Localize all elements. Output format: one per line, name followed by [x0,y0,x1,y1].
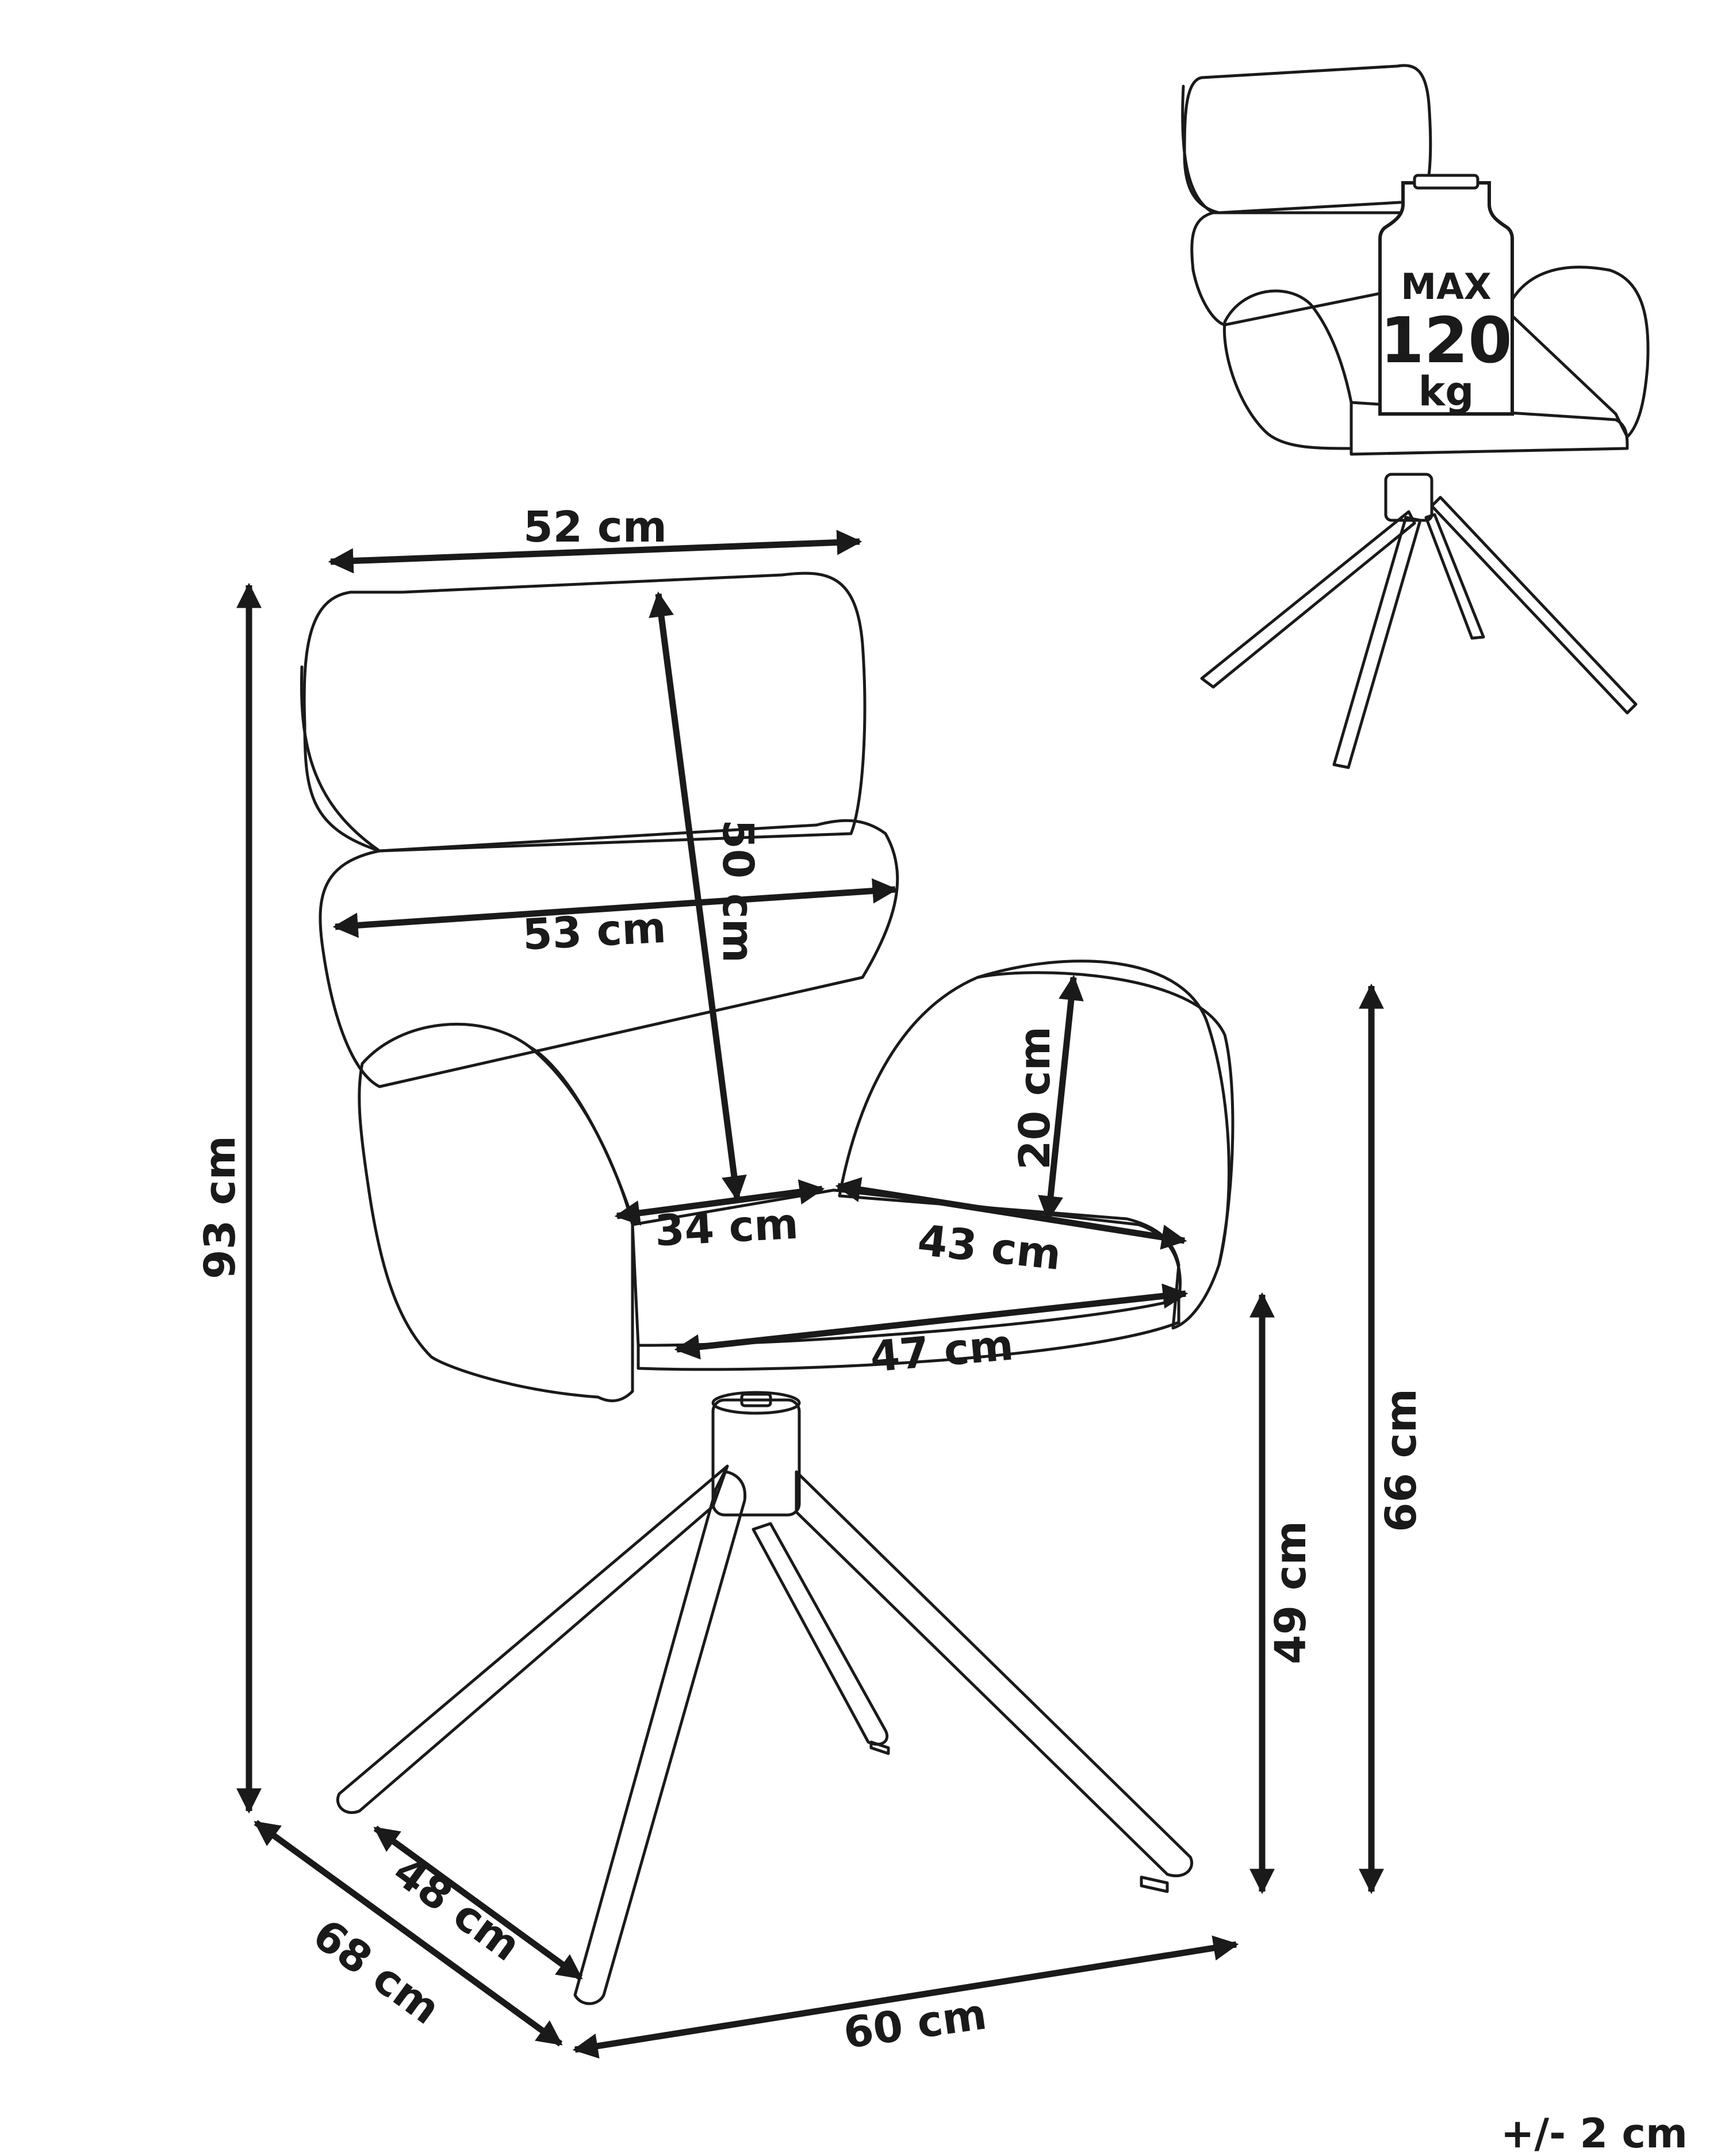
label-seat-height: 49 cm [1266,1521,1316,1664]
dim-line-53 [332,878,898,938]
dimension-labels: 52 cm 53 cm 50 cm 20 cm 34 cm 43 cm 47 c… [195,502,1426,2058]
dim-line-43 [835,1177,1187,1250]
label-seat-depth-inner: 34 cm [654,1199,800,1256]
tolerance-note: +/- 2 cm [1501,2110,1688,2156]
left-armrest [358,1022,634,1403]
weight-badge: MAX 120 kg [1378,174,1514,416]
label-base-depth: 48 cm [384,1847,530,1971]
label-total-depth: 68 cm [304,1910,449,2034]
label-seat-width: 47 cm [868,1320,1015,1382]
label-total-width: 60 cm [841,1989,990,2058]
leg-front-left [336,1464,729,1814]
leg-back [752,1522,889,1746]
dim-line-50 [649,591,747,1202]
label-seat-width-inner: 43 cm [915,1215,1063,1280]
label-headrest-width: 52 cm [523,502,667,552]
dim-line-60 [572,1935,1239,2059]
load-capacity-chair [1181,64,1650,769]
badge-value: 120 [1380,304,1512,377]
badge-max: MAX [1401,266,1491,308]
small-left-armrest [1222,289,1353,450]
badge-unit: kg [1419,368,1474,415]
dimension-lines [236,530,1384,2059]
label-armrest-height: 20 cm [1010,1026,1060,1170]
small-headrest [1183,64,1432,214]
small-right-armrest [1505,266,1650,439]
dim-line-68 [254,1820,563,2047]
label-total-height: 93 cm [195,1135,245,1279]
swivel-column [711,1398,801,1517]
headrest [302,571,867,853]
label-backrest-width: 53 cm [522,903,668,960]
weight-icon [1378,181,1514,416]
dim-line-34 [614,1179,825,1226]
label-backrest-height: 50 cm [713,819,762,963]
backrest [319,819,899,1088]
dim-line-47 [674,1283,1189,1360]
main-chair-drawing [300,571,1235,2005]
leg-right [795,1470,1194,1878]
label-armrest-floor-height: 66 cm [1377,1388,1426,1532]
dim-line-52 [328,530,862,574]
